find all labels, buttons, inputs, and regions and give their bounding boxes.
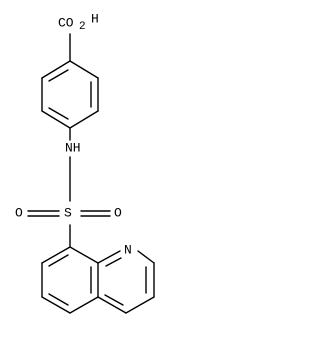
quinoline-left-bond-3 (41, 296, 71, 314)
quinoline-left-bond-1 (41, 246, 71, 264)
quinoline-right-bond-5 (97, 296, 127, 314)
quinoline-right-bond-2 (137, 250, 155, 264)
ring-bond-4 (69, 110, 99, 129)
right-oxygen-label: O (114, 205, 122, 220)
quinoline-right-double-3 (104, 294, 124, 306)
ring-double-bond-3 (48, 107, 69, 120)
quinoline-left-double-1 (48, 254, 69, 267)
ring-double-bond-1 (48, 69, 69, 82)
quinoline-right-bond-4 (125, 296, 155, 314)
left-oxygen-label: O (15, 205, 23, 220)
chemical-structure: CO 2 H NH O S O (15, 11, 155, 314)
quinoline-left-bond-6 (69, 246, 99, 264)
carboxyl-label: CO (58, 15, 74, 30)
quinoline-right-bond-1 (97, 250, 121, 264)
quinoline-left-double-2 (48, 293, 69, 306)
quinoline-nitrogen-label: N (124, 242, 132, 257)
ring-bond-6 (69, 60, 99, 79)
ring-bond-1 (41, 60, 71, 79)
sulfur-label: S (64, 205, 72, 220)
benzene-ring (41, 60, 99, 129)
quinoline-right-double-1 (105, 257, 122, 267)
carboxyl-hydrogen: H (91, 11, 99, 26)
amine-label: NH (65, 140, 81, 155)
quinoline-ring-system: N (41, 242, 155, 314)
carboxyl-subscript: 2 (79, 21, 86, 33)
ring-bond-3 (41, 110, 71, 129)
quinoline-left-bond-4 (69, 296, 99, 314)
